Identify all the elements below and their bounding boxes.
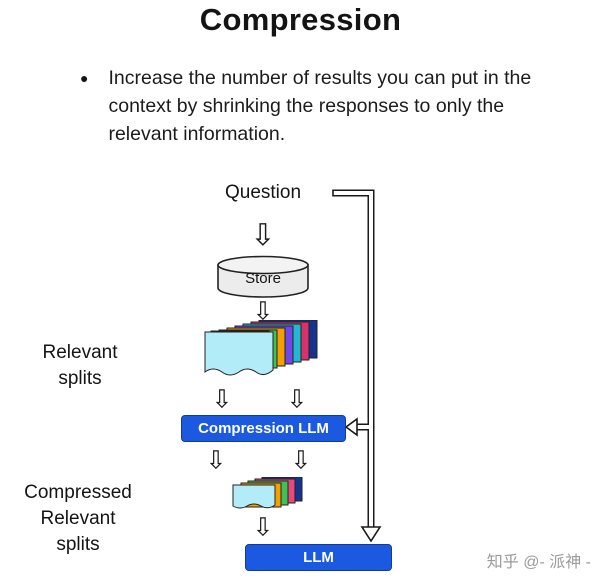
question-label: Question xyxy=(224,182,302,203)
compression-llm-node: Compression LLM xyxy=(181,415,346,442)
down-arrow-icon: ⇩ xyxy=(211,384,233,414)
down-arrow-icon: ⇩ xyxy=(205,445,227,475)
watermark-text: 知乎 @- 派神 - xyxy=(486,554,591,571)
relevant-splits-label: Relevant splits xyxy=(42,342,118,389)
page-title: Compression xyxy=(199,2,402,37)
llm-node: LLM xyxy=(245,544,392,571)
compressed-splits-stack xyxy=(232,477,303,509)
down-arrow-icon: ⇩ xyxy=(286,384,308,414)
store-label: Store xyxy=(245,270,281,287)
bullet-text: Increase the number of results you can p… xyxy=(108,67,532,145)
down-arrow-icon: ⇩ xyxy=(290,445,312,475)
store-cylinder xyxy=(217,255,309,298)
down-arrow-icon: ⇩ xyxy=(252,296,274,326)
bullet-item: ● Increase the number of results you can… xyxy=(80,64,570,148)
compressed-relevant-splits-label: Compressed Relevant splits xyxy=(24,482,132,555)
relevant-splits-stack xyxy=(204,320,318,376)
bullet-marker: ● xyxy=(80,70,89,86)
down-arrow-icon: ⇩ xyxy=(250,218,276,253)
down-arrow-icon: ⇩ xyxy=(252,512,274,542)
